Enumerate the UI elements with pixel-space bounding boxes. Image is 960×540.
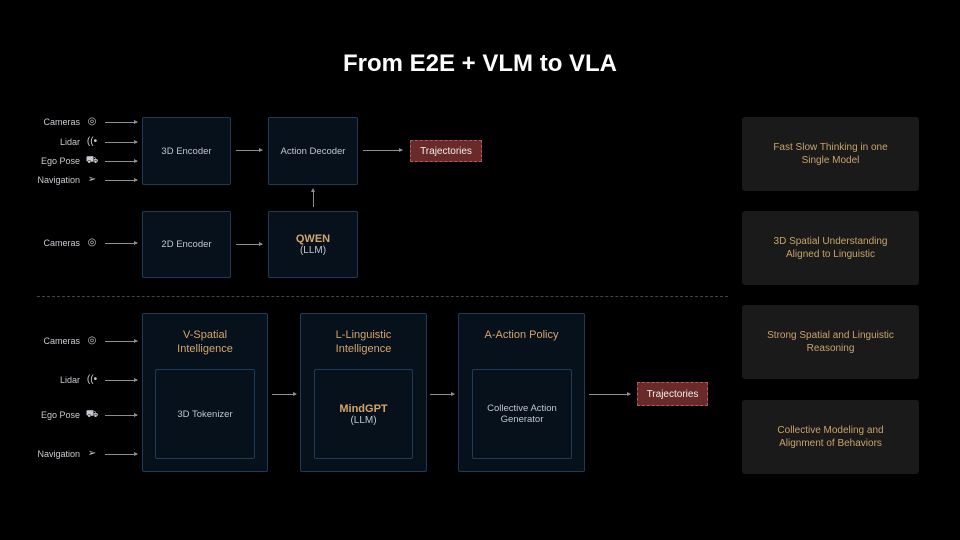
input-label-navigation: Navigation [37, 175, 80, 185]
arrow [105, 378, 138, 382]
input-label-lidar: Lidar [59, 375, 80, 385]
input-label-lidar: Lidar [59, 137, 80, 147]
arrow [430, 392, 455, 396]
mindgpt-sub: (LLM) [350, 414, 377, 426]
l-linguistic-title: L-Linguistic Intelligence [335, 329, 392, 355]
qwen-sub: (LLM) [299, 245, 327, 256]
input-label-ego-pose: Ego Pose [40, 156, 80, 166]
3d-encoder-box: 3D Encoder [142, 117, 231, 185]
arrow [105, 413, 138, 417]
arrow [105, 159, 138, 163]
3d-tokenizer-box: 3D Tokenizer [155, 369, 255, 459]
arrow [589, 392, 631, 396]
slide-title: From E2E + VLM to VLA [342, 50, 618, 77]
arrow [105, 241, 138, 245]
mindgpt-label: MindGPT [339, 402, 388, 415]
arrow [105, 140, 138, 144]
divider [37, 296, 728, 297]
input-label-cameras: Cameras [43, 336, 80, 346]
car-icon: ⛟ [85, 155, 99, 166]
mindgpt-box: MindGPT (LLM) [314, 369, 413, 459]
arrow [105, 120, 138, 124]
arrow [236, 242, 263, 246]
trajectories-output: Trajectories [637, 382, 708, 406]
camera-icon: ◎ [87, 335, 97, 346]
input-label-navigation: Navigation [37, 449, 80, 459]
arrow [105, 178, 138, 182]
car-icon: ⛟ [85, 409, 99, 420]
2d-encoder-box: 2D Encoder [142, 211, 231, 278]
arrow [236, 148, 263, 152]
lidar-icon: ((• [86, 136, 98, 147]
a-action-title: A-Action Policy [484, 329, 559, 341]
input-label-cameras: Cameras [43, 238, 80, 248]
navigation-icon: ➢ [87, 448, 97, 459]
feature-card: 3D Spatial Understanding Aligned to Ling… [742, 211, 919, 285]
feature-card: Collective Modeling and Alignment of Beh… [742, 400, 919, 474]
input-label-cameras: Cameras [43, 117, 80, 127]
feature-card: Strong Spatial and Linguistic Reasoning [742, 305, 919, 379]
qwen-box: QWEN (LLM) [268, 211, 358, 278]
navigation-icon: ➢ [87, 174, 97, 185]
arrow-head [311, 188, 315, 192]
v-spatial-title: V-Spatial Intelligence [177, 329, 233, 355]
arrow-up [313, 192, 314, 207]
arrow [272, 392, 297, 396]
arrow [105, 452, 138, 456]
action-decoder-box: Action Decoder [268, 117, 358, 185]
arrow [363, 148, 403, 152]
input-label-ego-pose: Ego Pose [40, 410, 80, 420]
lidar-icon: ((• [86, 374, 98, 385]
camera-icon: ◎ [87, 237, 97, 248]
feature-card: Fast Slow Thinking in one Single Model [742, 117, 919, 191]
trajectories-output: Trajectories [410, 140, 482, 162]
qwen-label: QWEN [295, 233, 331, 245]
collective-action-generator-box: Collective Action Generator [472, 369, 572, 459]
camera-icon: ◎ [87, 116, 97, 127]
arrow [105, 339, 138, 343]
